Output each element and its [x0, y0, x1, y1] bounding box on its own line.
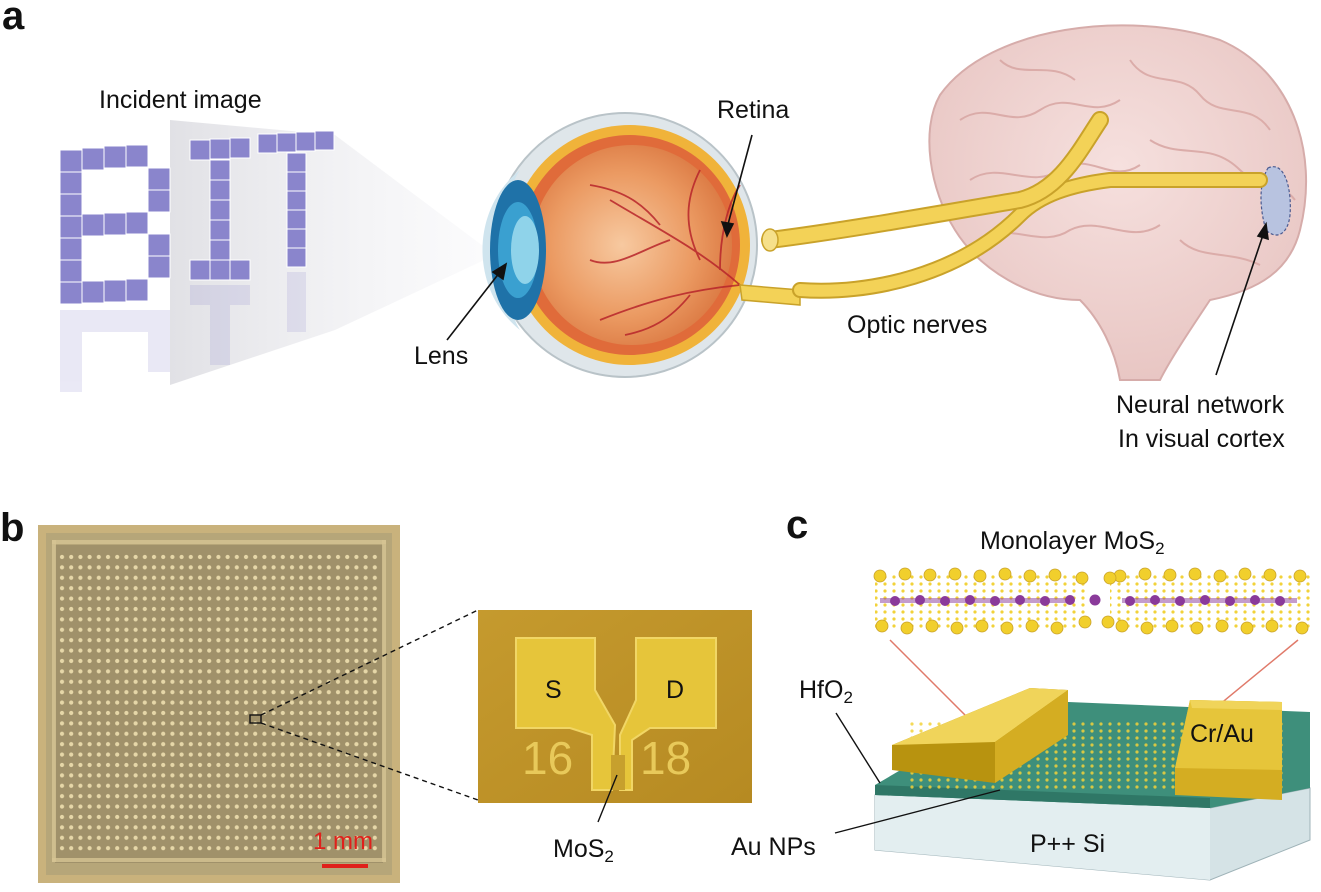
optic-nerves-illustration: [761, 111, 1268, 299]
neural-network-label: Neural network: [1116, 391, 1285, 419]
scale-bar: [322, 864, 368, 868]
panel-a-pointers: [446, 134, 1269, 376]
hfo2-label-sub: 2: [843, 688, 853, 707]
mos2-pointer: [597, 774, 618, 823]
panel-b-letter: b: [0, 506, 25, 550]
panel-a-letter: a: [2, 0, 25, 38]
mos2-label-base: MoS: [553, 835, 605, 863]
substrate-label: P++ Si: [1030, 830, 1106, 858]
zoomed-device-photo: [478, 610, 752, 803]
device-number-16: 16: [522, 732, 574, 784]
zoom-box: [249, 714, 262, 724]
hfo2-label-base: HfO: [799, 676, 844, 704]
hfo2-label: HfO2: [799, 676, 853, 708]
mos2-lattice: [873, 567, 1310, 635]
monolayer-mos2-label: Monolayer MoS2: [980, 527, 1165, 559]
monolayer-label-sub: 2: [1155, 539, 1165, 558]
incident-image-label: Incident image: [99, 86, 262, 114]
drain-label: D: [666, 676, 685, 704]
bit-pixel-letters: [59, 130, 335, 305]
retina-label: Retina: [717, 96, 790, 124]
device-number-18: 18: [640, 732, 692, 784]
light-beam: [170, 120, 495, 385]
cr-au-label: Cr/Au: [1190, 720, 1254, 748]
chip-array-photo: [38, 525, 400, 883]
au-nps-label: Au NPs: [731, 833, 816, 861]
visual-cortex-label: In visual cortex: [1118, 425, 1285, 453]
device-stack: [874, 688, 1311, 881]
mos2-label-sub: 2: [604, 847, 614, 866]
panel-c-letter: c: [786, 503, 809, 547]
visual-cortex-region: [1260, 166, 1291, 236]
lens-label: Lens: [414, 342, 469, 370]
source-label: S: [545, 676, 562, 704]
eye-illustration: [482, 112, 801, 378]
zoom-lines: [260, 609, 479, 801]
monolayer-label-base: Monolayer MoS: [980, 527, 1156, 555]
optic-nerves-label: Optic nerves: [847, 311, 988, 339]
scale-bar-label: 1 mm: [313, 828, 373, 855]
mos2-label: MoS2: [553, 835, 614, 867]
bit-reflection: [60, 272, 306, 392]
panel-c-pointers: [834, 712, 1001, 834]
